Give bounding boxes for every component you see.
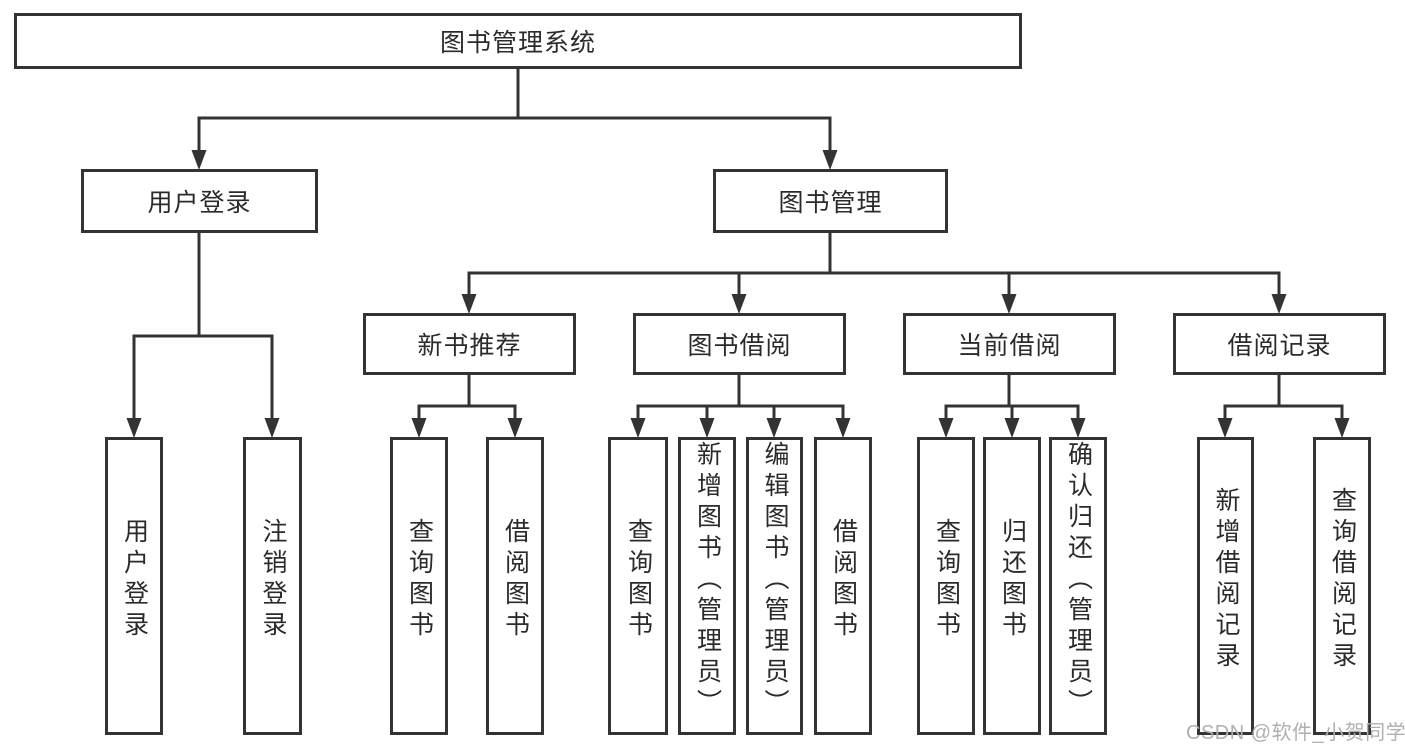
- node-new-book-recommend: 新书推荐: [363, 313, 576, 375]
- node-label: 查询图书: [624, 518, 653, 642]
- node-label: 借阅图书: [501, 518, 530, 642]
- node-label: 借阅图书: [829, 518, 858, 642]
- node-label: 确认归还（管理员）: [1064, 440, 1093, 720]
- node-label: 归还图书: [998, 518, 1027, 642]
- node-book-borrowing: 图书借阅: [633, 313, 846, 375]
- leaf-add-books-admin: 新增图书（管理员）: [678, 437, 736, 735]
- leaf-query-borrow-record: 查询借阅记录: [1313, 437, 1371, 735]
- leaf-borrow-books-recommend: 借阅图书: [486, 437, 544, 735]
- leaf-query-books-recommend: 查询图书: [390, 437, 448, 735]
- node-label: 查询借阅记录: [1328, 487, 1357, 673]
- node-label: 借阅记录: [1227, 332, 1332, 360]
- node-label: 图书借阅: [687, 332, 792, 360]
- node-borrowing-records: 借阅记录: [1173, 313, 1386, 375]
- node-label: 查询图书: [932, 518, 961, 642]
- leaf-query-books-borrowing: 查询图书: [608, 437, 668, 735]
- node-label: 查询图书: [405, 518, 434, 642]
- node-label: 当前借阅: [957, 332, 1062, 360]
- node-label: 用户登录: [120, 518, 149, 642]
- node-label: 图书管理: [778, 189, 883, 217]
- node-current-borrowing: 当前借阅: [903, 313, 1116, 375]
- node-label: 注销登录: [259, 518, 287, 642]
- csdn-watermark: CSDN @软件_小贺同学: [1186, 722, 1405, 744]
- node-label: 图书管理系统: [439, 29, 596, 57]
- leaf-edit-books-admin: 编辑图书（管理员）: [746, 437, 803, 735]
- node-label: 新增借阅记录: [1212, 487, 1240, 673]
- node-book-management: 图书管理: [713, 169, 948, 233]
- arrowhead-icons: [126, 150, 1350, 438]
- leaf-return-books: 归还图书: [983, 437, 1041, 735]
- leaf-query-books-current: 查询图书: [917, 437, 975, 735]
- leaf-confirm-return-admin: 确认归还（管理员）: [1049, 437, 1107, 735]
- leaf-borrow-books: 借阅图书: [814, 437, 872, 735]
- leaf-logout-login: 注销登录: [243, 437, 302, 735]
- node-label: 用户登录: [147, 189, 252, 217]
- node-user-login: 用户登录: [81, 169, 318, 233]
- node-label: 编辑图书（管理员）: [761, 440, 789, 720]
- node-label: 新书推荐: [417, 332, 522, 360]
- node-library-system: 图书管理系统: [14, 13, 1022, 69]
- leaf-user-login: 用户登录: [105, 437, 163, 735]
- node-label: 新增图书（管理员）: [693, 440, 722, 720]
- leaf-add-borrow-record: 新增借阅记录: [1197, 437, 1254, 735]
